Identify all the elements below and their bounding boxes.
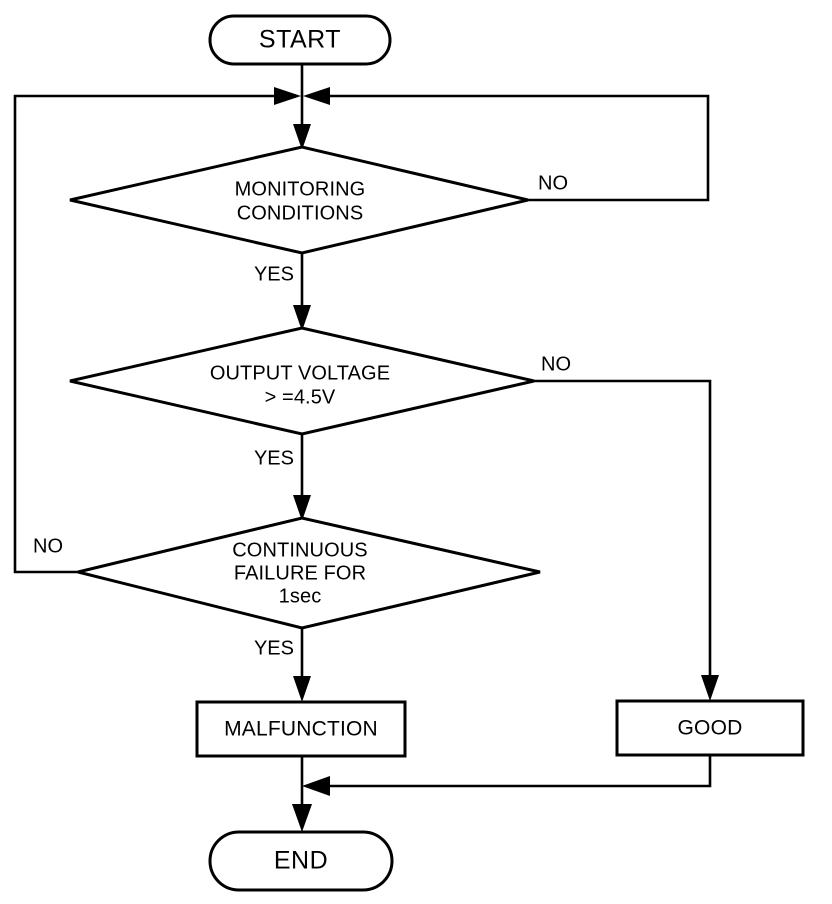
edge-continuous-no-loopback xyxy=(13,94,289,574)
edge-monitoring-no-loopback xyxy=(315,94,710,202)
edge-label-monitoring-no: NO xyxy=(538,172,568,194)
node-decision-voltage-line1: OUTPUT VOLTAGE xyxy=(210,362,390,384)
edge-label-voltage-no: NO xyxy=(541,353,571,375)
node-decision-monitoring-line2: CONDITIONS xyxy=(237,202,364,224)
node-decision-monitoring-line1: MONITORING xyxy=(235,178,366,200)
node-decision-voltage[interactable] xyxy=(69,326,535,436)
node-decision-continuous-line3: 1sec xyxy=(279,585,322,607)
node-decision-continuous-line2: FAILURE FOR xyxy=(234,562,366,584)
node-end-label: END xyxy=(274,847,328,875)
arrowhead-into-end xyxy=(292,804,312,832)
edge-label-voltage-yes: YES xyxy=(254,447,294,469)
edge-label-continuous-yes: YES xyxy=(254,637,294,659)
arrowhead-into-monitoring xyxy=(293,124,311,150)
node-malfunction-label: MALFUNCTION xyxy=(224,718,378,741)
edge-label-continuous-no: NO xyxy=(33,535,63,557)
arrowhead-into-continuous xyxy=(293,495,311,521)
node-end[interactable] xyxy=(208,830,394,892)
arrowhead-monitoring-no-into-junction xyxy=(303,87,330,105)
node-decision-monitoring[interactable] xyxy=(69,145,529,255)
node-good-label: GOOD xyxy=(678,717,743,740)
edge-voltage-no-to-good xyxy=(534,379,712,692)
node-start-label: START xyxy=(259,26,341,54)
arrowhead-continuous-no-into-junction xyxy=(274,87,301,105)
node-malfunction[interactable] xyxy=(195,700,407,758)
node-decision-continuous[interactable] xyxy=(77,516,541,630)
node-decision-continuous-line1: CONTINUOUS xyxy=(232,539,367,561)
node-decision-voltage-line2: > =4.5V xyxy=(265,386,336,408)
arrowhead-into-good xyxy=(701,675,719,701)
arrowhead-into-voltage xyxy=(293,305,311,331)
node-good[interactable] xyxy=(615,699,805,757)
node-start[interactable] xyxy=(208,14,392,66)
edge-label-monitoring-yes: YES xyxy=(254,263,294,285)
arrowhead-good-merge xyxy=(302,776,330,796)
edge-good-to-merge xyxy=(315,755,712,788)
arrowhead-into-malfunction xyxy=(293,676,311,702)
